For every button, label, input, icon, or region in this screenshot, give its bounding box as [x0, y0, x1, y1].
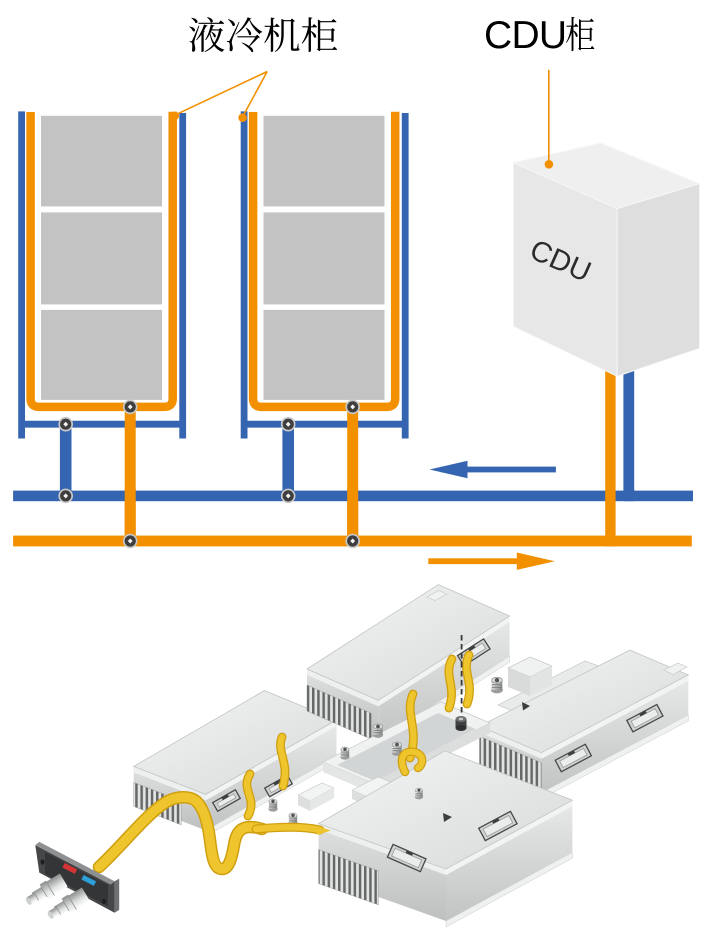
svg-text:CDU: CDU	[484, 14, 566, 57]
